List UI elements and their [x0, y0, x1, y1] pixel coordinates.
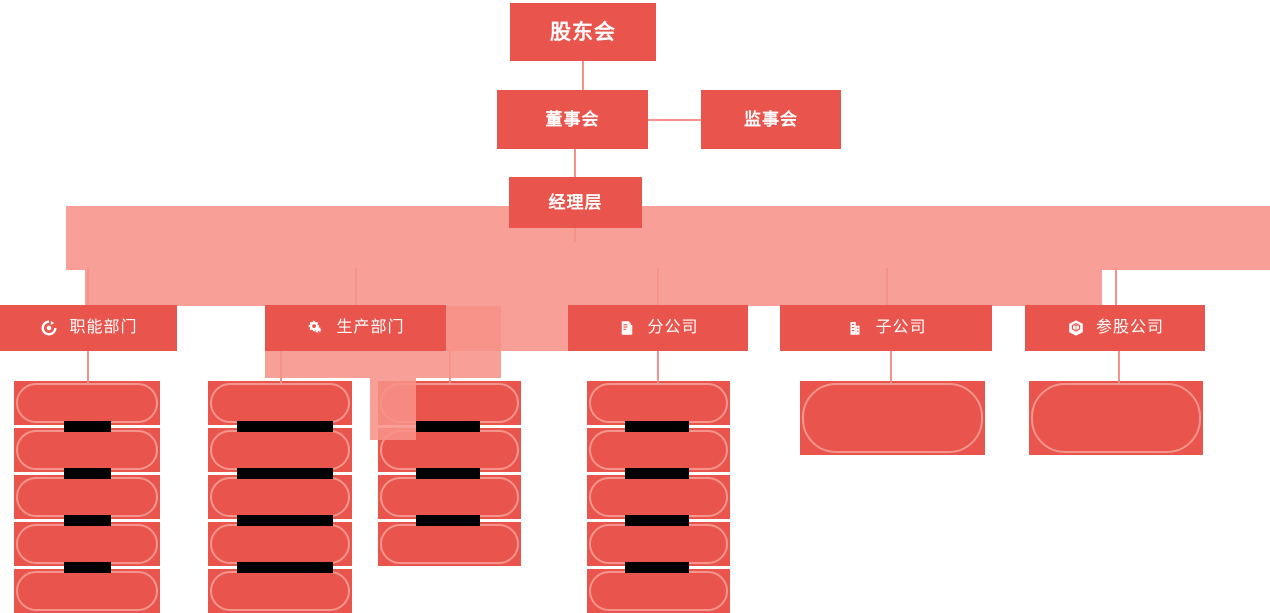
node-label: 生产部门 [336, 319, 405, 336]
recycle-circle-icon [39, 318, 59, 338]
redaction-bar [416, 515, 480, 526]
connector-board-to-management [574, 149, 576, 177]
redaction-bar [625, 468, 689, 479]
connector-board-to-supervisors [648, 119, 702, 121]
node-label: 股东会 [550, 20, 616, 44]
connector-dept-5-to-leaf [890, 351, 892, 383]
highlight-band-main [66, 206, 1270, 270]
highlight-band-step-b [446, 306, 570, 351]
redaction-bar [625, 421, 689, 432]
redaction-bar [625, 515, 689, 526]
leaf-node[interactable] [208, 381, 352, 425]
redaction-bar [416, 468, 480, 479]
node-production-department[interactable]: 生产部门 [265, 305, 446, 351]
leaf-node[interactable] [14, 475, 160, 519]
connector-dept-6-to-leaf [1118, 351, 1120, 383]
leaf-node[interactable] [587, 569, 730, 613]
connector-band-to-dept-6 [1115, 268, 1117, 308]
leaf-node[interactable] [14, 522, 160, 566]
node-subsidiary-company[interactable]: 子公司 [780, 305, 992, 351]
leaf-node[interactable] [587, 381, 730, 425]
leaf-node[interactable] [378, 522, 521, 566]
leaf-node[interactable] [208, 522, 352, 566]
highlight-band-lower [85, 270, 1102, 306]
node-board-of-directors[interactable]: 董事会 [497, 90, 648, 149]
leaf-node[interactable] [587, 475, 730, 519]
redaction-bar [237, 515, 333, 526]
leaf-node[interactable] [800, 381, 985, 455]
leaf-node[interactable] [208, 428, 352, 472]
connector-dept-1-to-leaf [87, 351, 89, 383]
redaction-bar [237, 562, 333, 573]
node-label: 董事会 [545, 110, 600, 129]
gears-icon [306, 318, 326, 338]
redaction-bar [64, 421, 111, 432]
leaf-node[interactable] [208, 569, 352, 613]
cube-icon [1066, 318, 1086, 338]
leaf-node[interactable] [208, 475, 352, 519]
leaf-node[interactable] [1029, 381, 1203, 455]
node-label: 分公司 [647, 319, 699, 336]
leaf-node[interactable] [587, 428, 730, 472]
leaf-node[interactable] [14, 428, 160, 472]
leaf-node[interactable] [14, 569, 160, 613]
node-label: 监事会 [744, 110, 798, 129]
leaf-node[interactable] [14, 381, 160, 425]
node-label: 子公司 [875, 319, 927, 336]
redaction-bar [416, 421, 480, 432]
redaction-bar [625, 562, 689, 573]
node-affiliated-company[interactable]: 参股公司 [1025, 305, 1205, 351]
node-management-layer[interactable]: 经理层 [509, 177, 642, 228]
building-icon [845, 318, 865, 338]
redaction-bar [64, 468, 111, 479]
connector-dept-4-to-leaf [657, 351, 659, 383]
node-functional-department[interactable]: 职能部门 [0, 305, 177, 351]
redaction-bar [64, 515, 111, 526]
redaction-bar [237, 468, 333, 479]
redaction-bar [237, 421, 333, 432]
connector-shareholders-to-board [582, 61, 584, 93]
node-shareholders-meeting[interactable]: 股东会 [510, 3, 656, 61]
leaf-node[interactable] [587, 522, 730, 566]
highlight-band-step-c [370, 378, 416, 440]
node-board-of-supervisors[interactable]: 监事会 [701, 90, 841, 149]
node-label: 经理层 [548, 193, 603, 212]
node-label: 参股公司 [1095, 319, 1164, 336]
redaction-bar [64, 562, 111, 573]
node-branch-company[interactable]: 分公司 [568, 305, 748, 351]
building-doc-icon [617, 318, 637, 338]
leaf-node[interactable] [378, 475, 521, 519]
node-label: 职能部门 [69, 319, 138, 336]
